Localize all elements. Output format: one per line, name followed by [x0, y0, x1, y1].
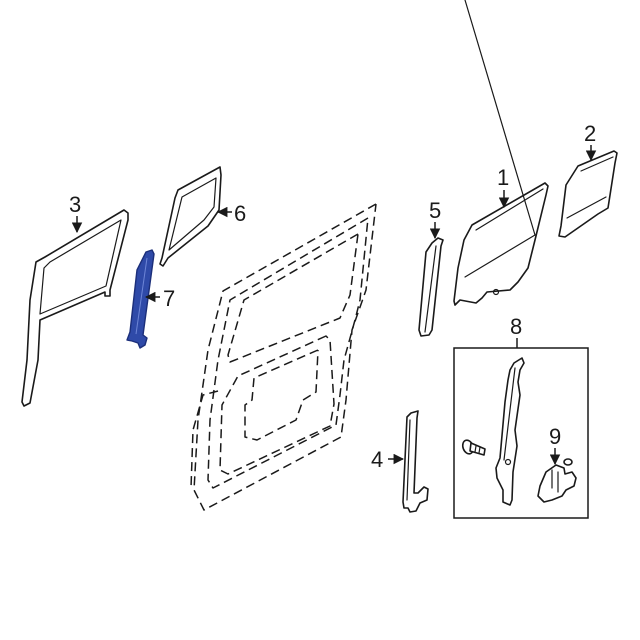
part-2-quarter-glass[interactable] [558, 150, 618, 238]
callout-6[interactable]: 7 [144, 286, 175, 311]
callout-label-4: 4 [371, 447, 383, 472]
part-1-door-glass[interactable] [453, 0, 549, 306]
callout-2[interactable]: 2 [584, 121, 597, 162]
regulator-rail[interactable] [495, 357, 525, 506]
callout-label-6: 7 [163, 286, 175, 311]
part-6-front-lower-channel[interactable] [126, 249, 155, 349]
callout-9[interactable]: 9 [549, 424, 561, 466]
callout-label-1: 1 [497, 165, 509, 190]
callout-5[interactable]: 5 [429, 198, 441, 240]
part-8-regulator-group[interactable]: 8 9 [453, 314, 589, 519]
part-9-regulator-motor[interactable] [537, 458, 577, 503]
callout-label-5: 5 [429, 198, 441, 223]
regulator-group-box [453, 347, 589, 519]
callout-label-8[interactable]: 8 [510, 314, 522, 339]
part-5-division-bar[interactable] [418, 237, 444, 337]
part-7-weatherstrip[interactable] [159, 166, 222, 267]
callout-7[interactable]: 6 [216, 201, 246, 226]
callout-label-7: 6 [234, 201, 246, 226]
callout-1[interactable]: 1 [497, 165, 510, 209]
callout-label-3: 3 [69, 192, 81, 217]
part-3-glass-run-frame[interactable] [21, 209, 129, 407]
callout-label-9: 9 [549, 424, 561, 449]
part-4-rear-lower-channel[interactable] [402, 410, 429, 513]
callout-3[interactable]: 3 [69, 192, 83, 234]
callout-4[interactable]: 4 [371, 447, 405, 472]
regulator-bolt[interactable] [461, 439, 486, 456]
callout-label-2: 2 [584, 121, 596, 146]
door-reference-outline [190, 203, 377, 511]
